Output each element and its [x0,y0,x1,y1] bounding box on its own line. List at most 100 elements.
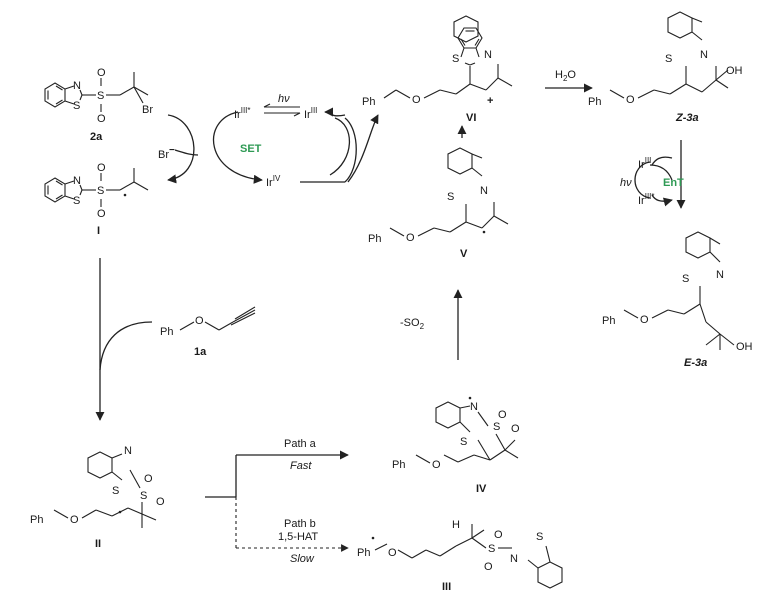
hydration-step: H2O [545,69,593,93]
atom-o: O [484,561,493,573]
atom-o: O [144,473,153,485]
atom-br: Br [142,104,153,116]
path-b-mechanism: 1,5-HAT [278,531,318,543]
atom-o: O [97,67,106,79]
radical-dot [482,230,486,234]
atom-o: O [97,113,106,125]
atom-s: S [447,191,454,203]
atom-n: N [510,553,518,565]
atom-h: H [452,519,460,531]
atom-o: O [498,409,507,421]
compound-1a: Ph O 1a [160,306,256,358]
atom-o: O [412,94,421,106]
phenyl: Ph [368,233,381,245]
atom-s: S [140,490,147,502]
atom-s: S [488,543,495,555]
atom-s: S [665,53,672,65]
water-label: H2O [555,69,576,83]
label-III: III [442,581,451,593]
phenyl: Ph [30,514,43,526]
atom-o: O [626,94,635,106]
atom-o: O [640,314,649,326]
ir-excited: IrIII* [234,106,251,121]
atom-s: S [460,436,467,448]
label-I: I [97,225,100,237]
ent-cycle: IrIII IrIII* hν EnT [620,140,686,209]
addition-step [95,258,153,421]
phenyl: Ph [602,315,615,327]
hv-label: hν [278,93,290,105]
desulfonylation-step: -SO2 [400,289,463,360]
compound-V: S N O Ph V [368,147,509,260]
compound-VI: S N + O Ph VI [362,15,513,124]
path-b-speed: Slow [290,553,315,565]
hydroxyl: OH [726,65,743,77]
atom-s: S [73,100,80,112]
atom-o: O [195,315,204,327]
ent-label: EnT [663,177,684,189]
atom-o: O [97,208,106,220]
label-V: V [460,248,468,260]
atom-s: S [452,53,459,65]
hydroxyl: OH [736,341,753,353]
branching-paths: Path a Fast Path b 1,5-HAT Slow [205,438,349,565]
atom-s: S [536,531,543,543]
bromide: Br− [158,145,175,161]
compound-2a: N S S O O Br 2a [44,67,153,143]
atom-o: O [432,459,441,471]
atom-n: N [700,49,708,61]
ir-iv: IrIV [266,174,281,189]
atom-n: N [73,175,81,187]
atom-s: S [97,185,104,197]
atom-o: O [70,514,79,526]
atom-o: O [494,529,503,541]
label-Z-3a: Z-3a [675,112,699,124]
atom-s: S [493,421,500,433]
compound-E-3a: S N OH O Ph E-3a [602,231,753,369]
atom-s: S [73,195,80,207]
compound-II: N S S O O O Ph II [30,445,165,550]
cation: + [487,95,493,107]
label-II: II [95,538,101,550]
ent-hv: hν [620,177,632,189]
radical-dot [371,536,375,540]
ir-iii: IrIII [304,106,317,121]
so2-label: -SO2 [400,317,425,331]
compound-Z-3a: S N OH O Ph Z-3a [588,11,743,124]
phenyl: Ph [362,96,375,108]
compound-III: Ph O H S O O N S III [357,519,563,593]
label-VI: VI [466,112,476,124]
ent-ir-top: IrIII [638,156,651,171]
path-a-speed: Fast [290,460,312,472]
phenyl: Ph [392,459,405,471]
radical-dot [123,193,127,197]
set-label: SET [240,143,262,155]
atom-s: S [97,90,104,102]
atom-n: N [470,401,478,413]
phenyl: Ph [160,326,173,338]
atom-s: S [112,485,119,497]
path-a-label: Path a [284,438,317,450]
atom-o: O [511,423,520,435]
atom-n: N [124,445,132,457]
phenyl: Ph [357,547,370,559]
atom-o: O [97,162,106,174]
ent-ir-bottom: IrIII* [638,192,655,207]
label-2a: 2a [90,131,103,143]
atom-n: N [73,80,81,92]
photoredox-cycle: IrIII* IrIII hν SET Br− IrIV [158,93,379,189]
atom-n: N [480,185,488,197]
compound-I: N S S O O I [44,162,149,237]
atom-o: O [406,232,415,244]
label-IV: IV [476,483,487,495]
atom-s: S [682,273,689,285]
path-b-label: Path b [284,518,316,530]
atom-o: O [156,496,165,508]
atom-n: N [484,49,492,61]
label-E-3a: E-3a [684,357,707,369]
label-1a: 1a [194,346,207,358]
compound-IV: N S S O O O Ph IV [392,396,520,495]
atom-o: O [388,547,397,559]
